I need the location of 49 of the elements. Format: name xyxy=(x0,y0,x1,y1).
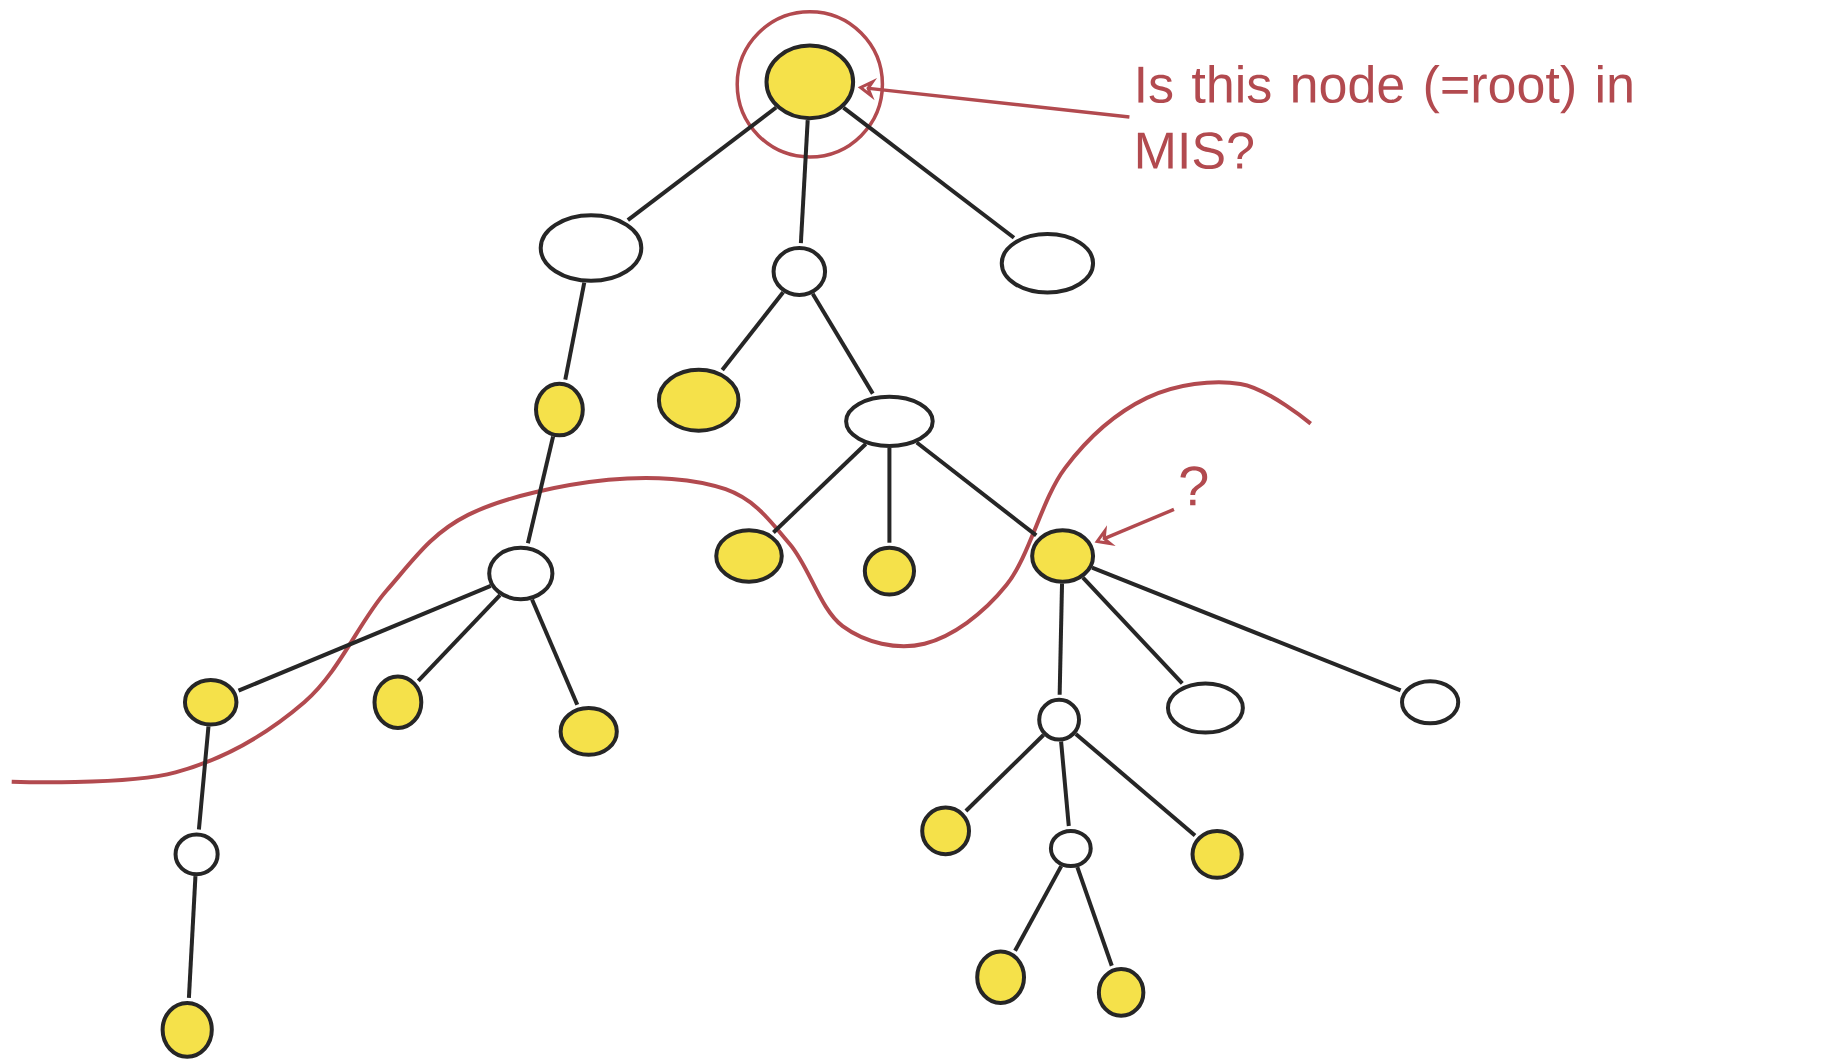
filled-node xyxy=(372,674,424,730)
empty-node xyxy=(1048,828,1093,869)
handwritten-note: Is this node (=root) in MIS? xyxy=(1137,64,1632,170)
tree-edge xyxy=(798,120,810,244)
empty-node xyxy=(173,832,220,877)
tree-edge xyxy=(842,106,1016,240)
filled-node xyxy=(975,949,1026,1005)
filled-node xyxy=(558,706,619,757)
tree-edge xyxy=(810,292,875,395)
filled-node xyxy=(1190,828,1244,880)
tree-edge xyxy=(887,447,892,543)
empty-node xyxy=(844,394,935,448)
filled-node xyxy=(182,677,239,727)
tree-edge xyxy=(1057,583,1064,695)
filled-node xyxy=(920,805,971,857)
tree-edge xyxy=(525,436,556,544)
tree-edge xyxy=(1081,576,1184,685)
empty-node xyxy=(1037,697,1081,742)
filled-node xyxy=(160,1000,214,1059)
tree-edge xyxy=(186,876,198,999)
tree-edge xyxy=(1059,741,1071,827)
tree-edge xyxy=(772,442,868,534)
tree-edge xyxy=(720,290,785,372)
tree-edge xyxy=(1091,565,1402,693)
filled-node xyxy=(534,381,585,438)
handwritten-note: ? xyxy=(1180,466,1208,506)
filled-node xyxy=(1096,967,1146,1018)
tree-edge xyxy=(1013,865,1063,952)
tree-edge xyxy=(1074,732,1197,837)
tree-edge xyxy=(915,440,1038,537)
filled-node xyxy=(656,367,741,433)
filled-node xyxy=(764,43,856,121)
empty-node xyxy=(538,213,644,283)
empty-node xyxy=(771,246,828,297)
tree-edge xyxy=(964,733,1045,813)
empty-node xyxy=(1165,681,1245,735)
empty-node xyxy=(487,545,555,602)
tree-edge xyxy=(530,598,580,706)
filled-node xyxy=(1030,528,1096,584)
filled-node xyxy=(862,545,916,597)
tree-edge xyxy=(1075,866,1114,967)
tree-edge xyxy=(416,593,502,683)
tree-edge xyxy=(196,726,211,830)
tree-edge xyxy=(237,584,492,693)
empty-node xyxy=(999,232,1096,295)
tree-edge xyxy=(563,282,587,380)
tree-edge xyxy=(626,105,778,222)
filled-node xyxy=(714,528,784,584)
empty-node xyxy=(1400,679,1461,726)
